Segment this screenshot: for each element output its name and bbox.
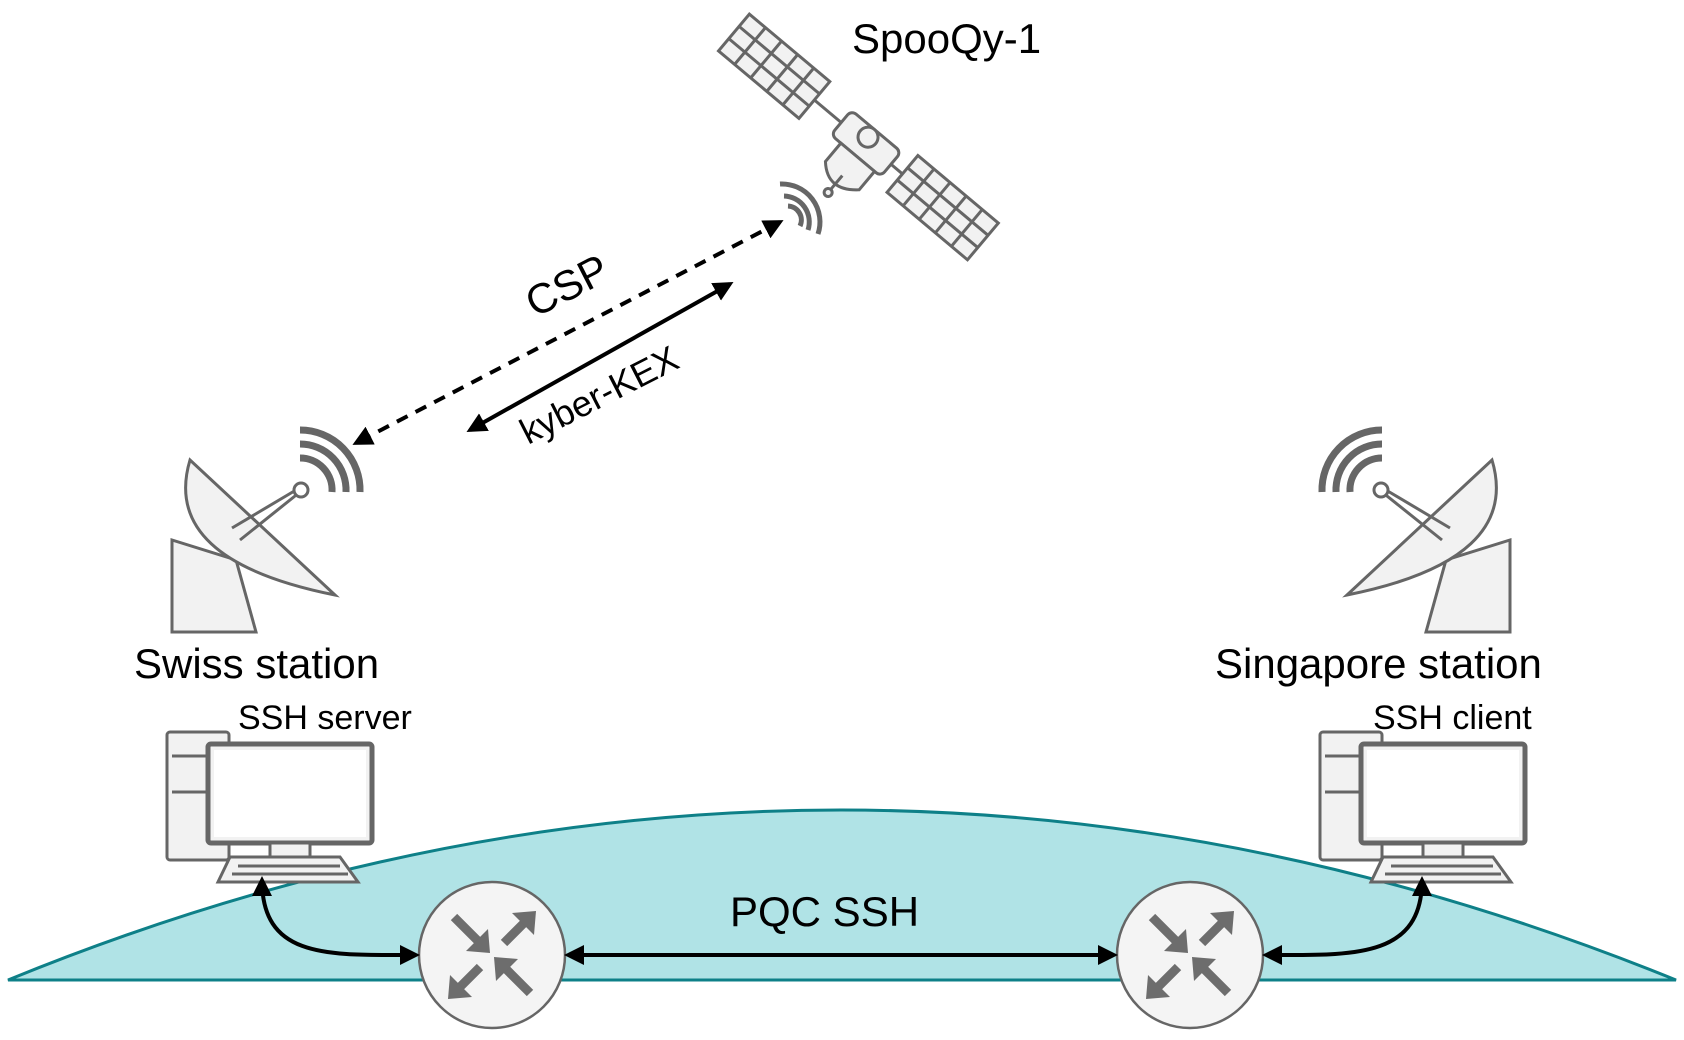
satellite-icon xyxy=(716,12,1001,262)
desktop-computer-icon xyxy=(165,730,375,884)
singapore-router-link xyxy=(1262,876,1432,966)
router-icon xyxy=(1115,880,1265,1030)
solar-panel-right xyxy=(884,153,1001,262)
singapore-station-label: Singapore station xyxy=(1215,640,1542,687)
swiss-signal-icon xyxy=(299,426,364,493)
singapore-role-label: SSH client xyxy=(1373,699,1532,737)
satellite-dish-icon xyxy=(1342,457,1512,634)
satellite-label: SpooQy-1 xyxy=(852,15,1041,62)
kex-label: kyber-KEX xyxy=(513,337,685,452)
solar-panel-left xyxy=(716,12,832,121)
desktop-computer-icon xyxy=(1318,730,1528,884)
swiss-station-label: Swiss station xyxy=(134,640,379,687)
satellite-dish-icon xyxy=(170,457,340,634)
router-icon xyxy=(417,880,567,1030)
swiss-router-link xyxy=(252,876,420,966)
singapore-signal-icon xyxy=(1318,426,1383,493)
pqc-ssh-label: PQC SSH xyxy=(730,888,919,935)
satellite-signal-icon xyxy=(779,181,823,235)
swiss-role-label: SSH server xyxy=(238,699,412,737)
kex-link-arrow xyxy=(466,282,734,432)
